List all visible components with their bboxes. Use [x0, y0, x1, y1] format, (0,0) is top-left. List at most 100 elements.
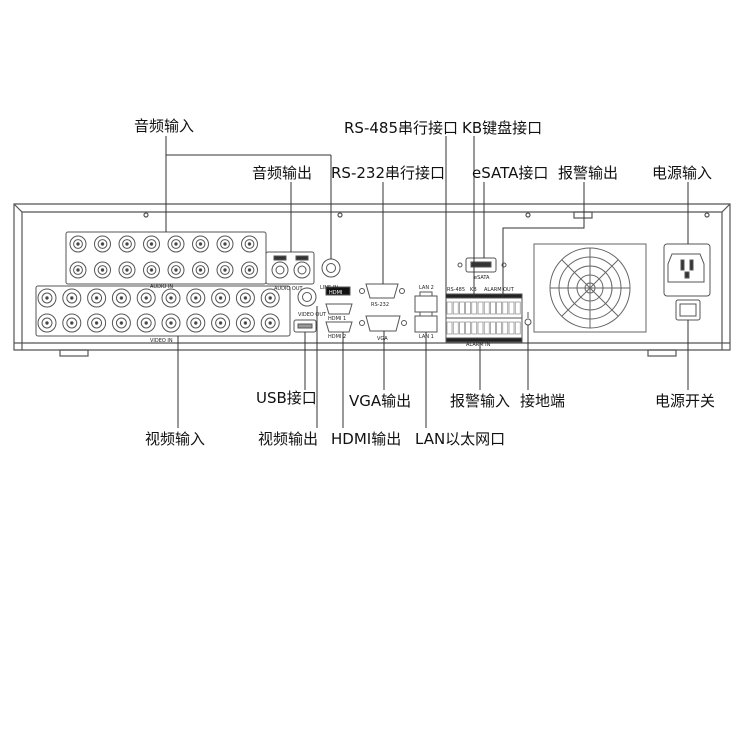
alarm-terminal-cell	[496, 321, 502, 335]
chassis	[13, 203, 731, 357]
callout-usb: USB接口	[256, 389, 317, 407]
usb-port	[293, 319, 317, 333]
video-in-connectors-row2	[37, 313, 280, 333]
video-in-connector	[235, 288, 255, 308]
panel-label-audio-out: AUDIO OUT	[274, 286, 304, 292]
alarm-terminal-cell	[459, 301, 465, 315]
alarm-terminal-block	[445, 293, 523, 343]
callout-video-out: 视频输出	[258, 430, 319, 448]
alarm-terminal-cell	[446, 301, 453, 315]
callout-vga: VGA输出	[349, 392, 412, 410]
alarm-terminal-cell	[446, 321, 453, 335]
video-in-connector	[37, 288, 57, 308]
alarm-terminal-cell	[459, 321, 465, 335]
panel-label-rs232: RS-232	[371, 302, 389, 308]
ground-terminal	[524, 312, 532, 326]
video-in-connector	[87, 288, 107, 308]
audio-in-connector	[192, 261, 209, 279]
callout-power-in: 电源输入	[652, 164, 713, 182]
video-in-connector	[186, 288, 206, 308]
alarm-terminal-cell	[490, 301, 496, 315]
leader-lines	[165, 136, 689, 428]
video-in-connector	[260, 313, 280, 333]
audio-in-connector	[192, 235, 209, 253]
audio-out-block	[265, 251, 315, 285]
alarm-terminal-cell	[514, 321, 521, 335]
audio-in-connector	[167, 235, 185, 253]
alarm-terminal-cell	[471, 301, 478, 315]
alarm-terminal-cell	[508, 321, 515, 335]
audio-in-connector	[241, 235, 258, 253]
alarm-terminal-cell	[477, 301, 484, 315]
audio-in-connectors-row1	[69, 235, 258, 253]
audio-in-connector	[94, 261, 111, 279]
panel-label-vga: VGA	[377, 336, 388, 342]
panel-label-hdmi1: HDMI 1	[328, 316, 346, 322]
audio-in-connector	[143, 261, 160, 279]
audio-in-connector	[118, 261, 136, 279]
video-in-connector	[211, 313, 231, 333]
panel-label-hdmi-logo: HDMI	[329, 290, 342, 296]
alarm-terminal-cells	[446, 301, 521, 335]
video-in-connector	[161, 313, 181, 333]
video-in-connector	[111, 288, 131, 308]
audio-in-connector	[216, 235, 234, 253]
video-in-connector	[62, 313, 82, 333]
callout-audio-out: 音频输出	[252, 164, 313, 182]
lan-ports	[414, 291, 438, 333]
rs232-port	[359, 283, 405, 299]
alarm-terminal-cell	[483, 301, 490, 315]
panel-label-esata: eSATA	[474, 275, 490, 281]
callout-alarm-in: 报警输入	[450, 392, 511, 410]
alarm-terminal-cell	[452, 301, 459, 315]
panel-label-alarm-out: ALARM OUT	[484, 287, 515, 293]
video-out-connector	[297, 287, 317, 307]
callout-power-switch: 电源开关	[655, 392, 716, 410]
power-inlet	[663, 243, 711, 297]
audio-in-connector	[69, 235, 87, 253]
callout-rs232: RS-232串行接口	[331, 164, 445, 182]
video-in-connector	[235, 313, 255, 333]
panel-label-line-in: LINE IN	[320, 285, 338, 291]
callout-video-in: 视频输入	[145, 430, 206, 448]
video-in-connector	[161, 288, 181, 308]
callout-ground: 接地端	[520, 392, 566, 410]
video-in-connector	[211, 288, 231, 308]
alarm-terminal-cell	[477, 321, 484, 335]
video-in-connector	[136, 313, 156, 333]
alarm-terminal-cell	[490, 321, 496, 335]
video-in-connector	[186, 313, 206, 333]
alarm-terminal-cell	[471, 321, 478, 335]
vga-port	[359, 315, 407, 332]
callout-alarm-out: 报警输出	[558, 164, 619, 182]
audio-in-connector	[143, 235, 160, 253]
callout-hdmi: HDMI输出	[331, 430, 402, 448]
panel-label-hdmi2: HDMI 2	[328, 334, 346, 340]
alarm-terminal-cell	[465, 301, 471, 315]
video-in-connector	[62, 288, 82, 308]
callout-rs485: RS-485串行接口	[344, 119, 458, 137]
panel-label-video-out: VIDEO OUT	[298, 312, 327, 318]
video-in-block	[35, 285, 291, 337]
alarm-terminal-cell	[465, 321, 471, 335]
video-in-connector	[260, 288, 280, 308]
line-in-connector	[321, 258, 341, 278]
alarm-terminal-cell	[452, 321, 459, 335]
audio-in-connector	[216, 261, 234, 279]
video-in-connector	[87, 313, 107, 333]
panel-label-alarm-in: ALARM IN	[466, 342, 491, 348]
audio-in-connector	[94, 235, 111, 253]
video-in-connector	[37, 313, 57, 333]
alarm-terminal-cell	[514, 301, 521, 315]
callout-audio-in: 音频输入	[134, 117, 195, 135]
alarm-terminal-cell	[502, 301, 509, 315]
power-switch	[675, 299, 701, 321]
alarm-terminal-cell	[496, 301, 502, 315]
panel-label-video-in: VIDEO IN	[150, 338, 173, 344]
panel-label-rs485: RS-485	[447, 287, 465, 293]
audio-in-connector	[241, 261, 258, 279]
video-in-connector	[136, 288, 156, 308]
audio-in-connector	[118, 235, 136, 253]
alarm-terminal-cell	[508, 301, 515, 315]
